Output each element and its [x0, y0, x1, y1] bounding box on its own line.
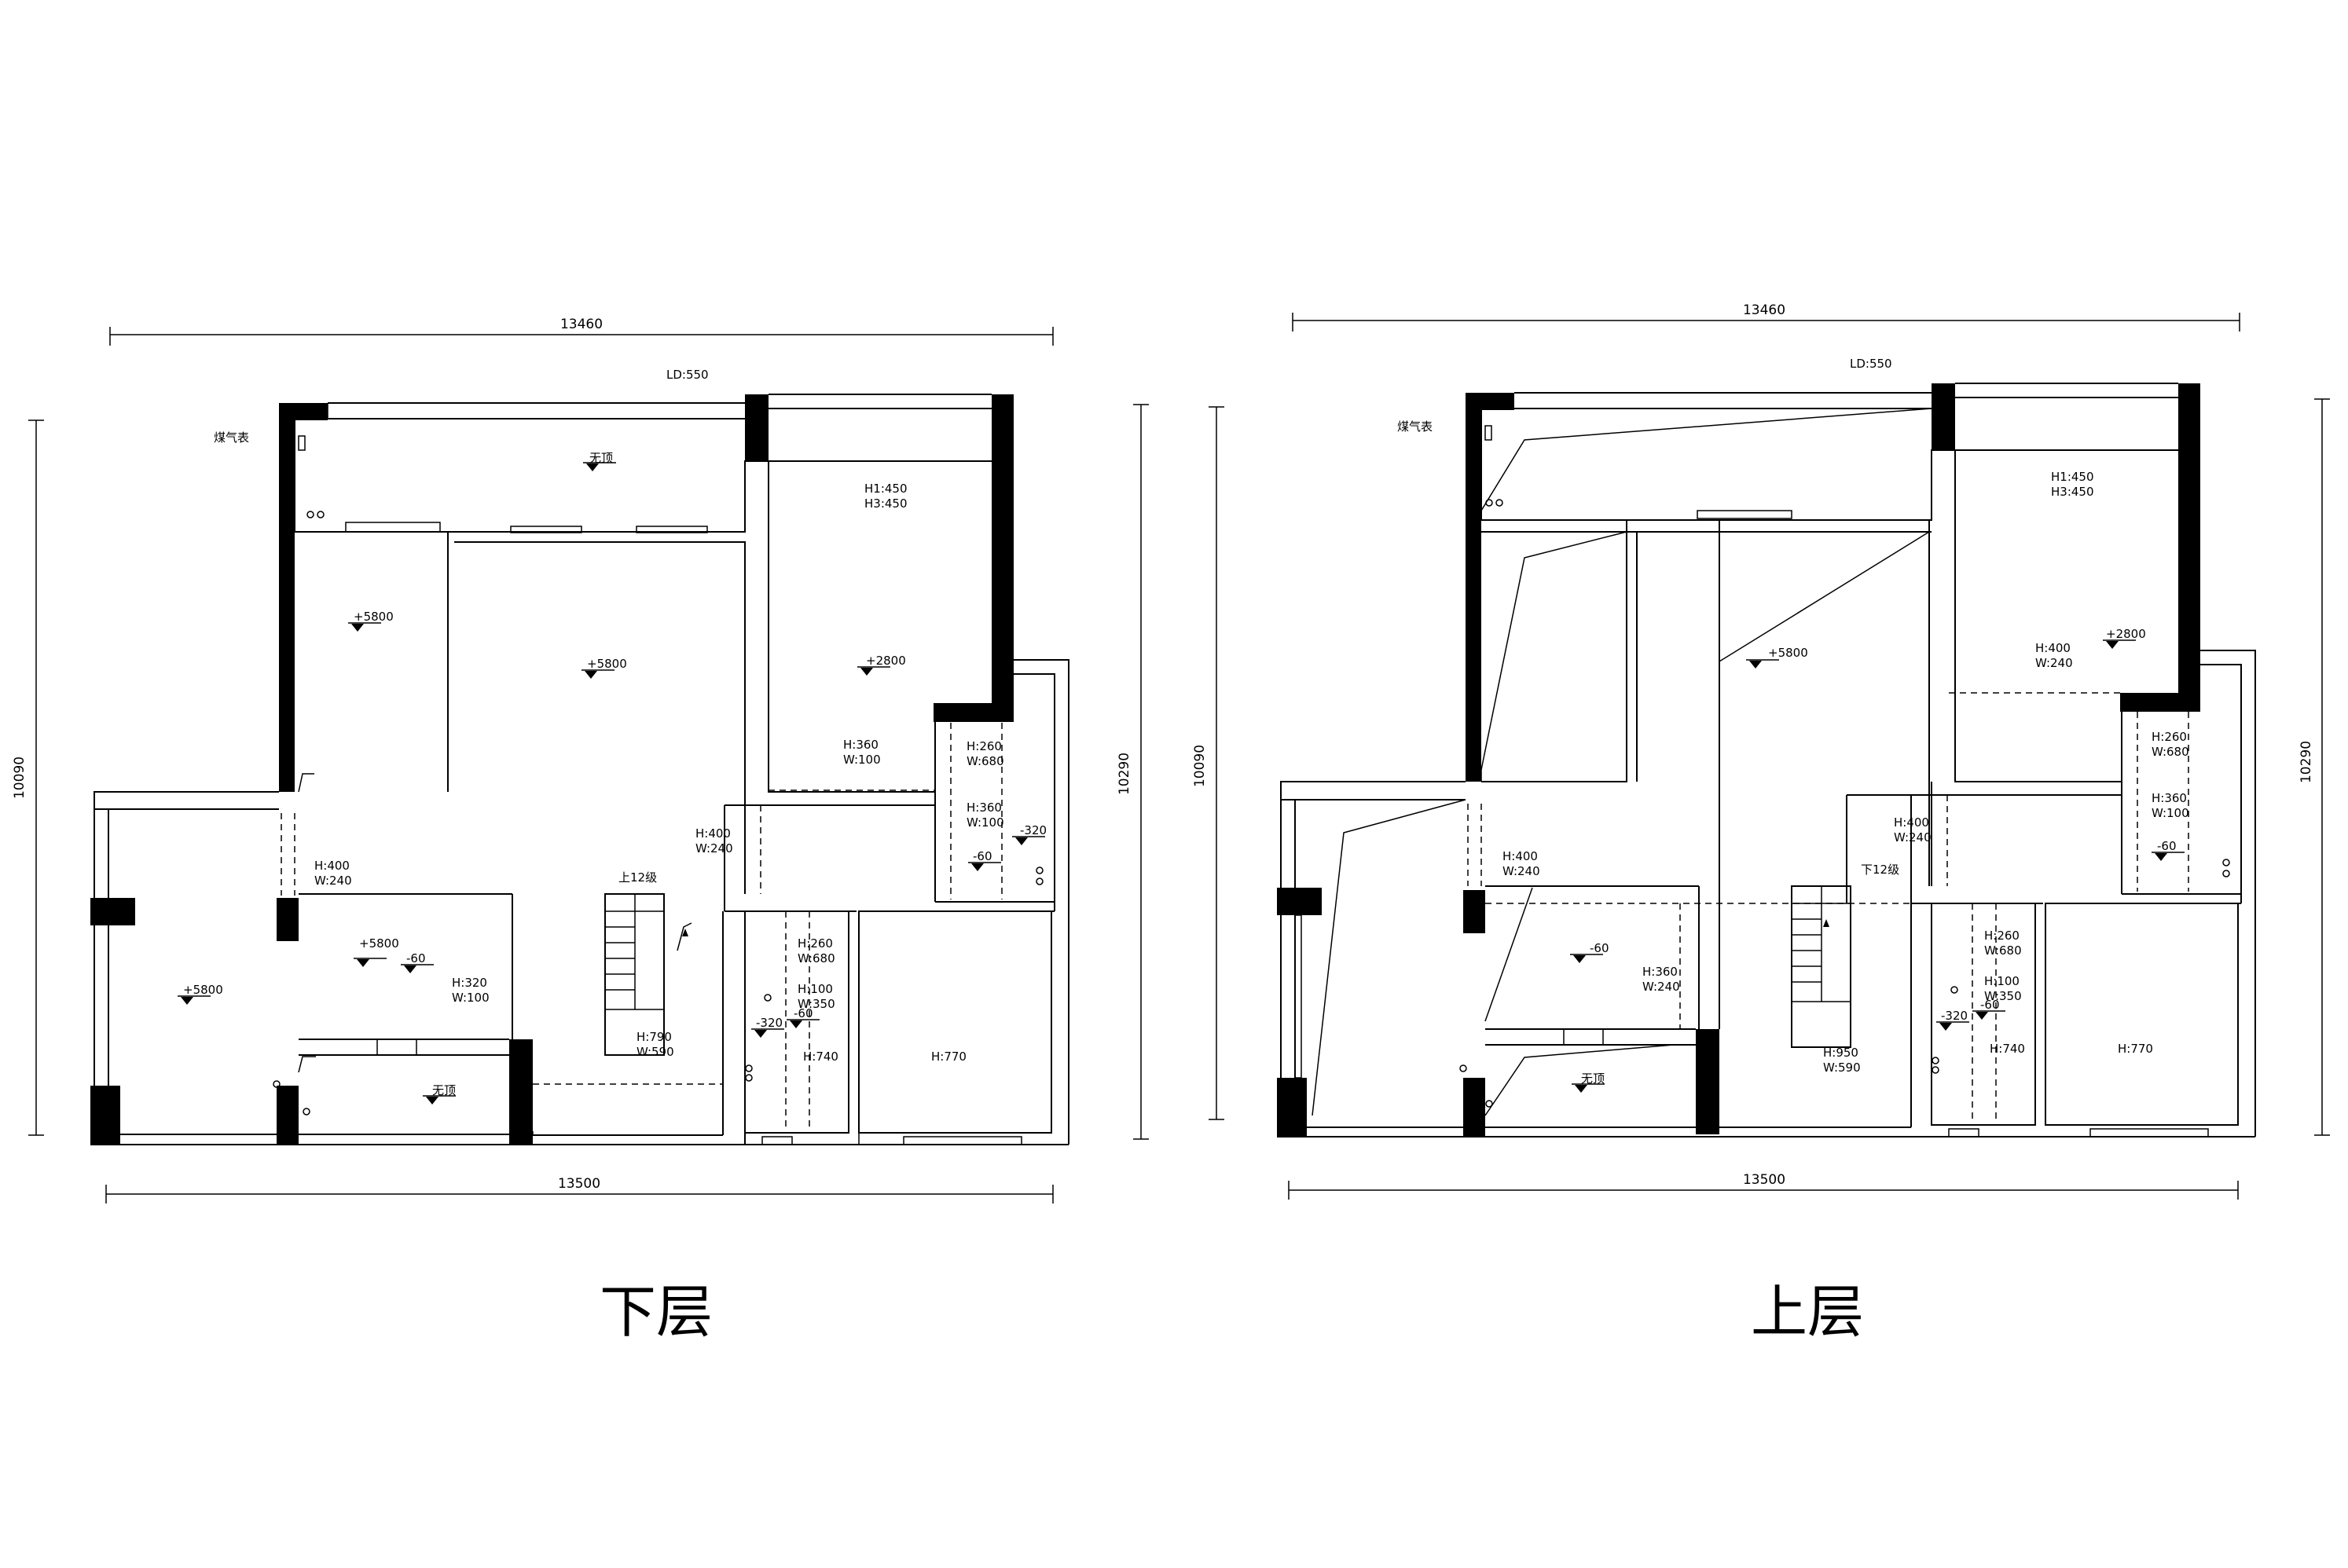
- note-4: W:100: [843, 753, 881, 767]
- note-22: W:590: [637, 1045, 674, 1059]
- note-19: H:740: [803, 1050, 838, 1064]
- note-12: W:240: [314, 874, 352, 888]
- note-upper-20: H:770: [2118, 1042, 2153, 1056]
- note-1: H1:450: [864, 482, 908, 496]
- solid-walls: [90, 394, 1014, 1145]
- note-11: H:400: [314, 859, 350, 873]
- dim-left-upper: 10090: [1192, 745, 1208, 787]
- stair-label: 上12级: [618, 870, 657, 885]
- note-upper-13: H:360: [1642, 965, 1678, 979]
- upper-floor-title: 上层: [1751, 1279, 1864, 1345]
- elevation-markers: [177, 462, 1046, 1105]
- stair-label-upper: 下12级: [1861, 863, 1899, 877]
- dimension-lines: [28, 327, 1149, 1203]
- staircase-upper: [1791, 885, 1851, 1048]
- note-upper-3: H:400: [1502, 849, 1538, 863]
- fixtures: [273, 435, 1044, 1116]
- note-upper-12: W:240: [1894, 830, 1932, 844]
- staircase: [604, 893, 692, 1056]
- dim-top: 13460: [560, 317, 603, 332]
- elev-5: +5800: [359, 936, 399, 951]
- note-upper-18: W:350: [1984, 989, 2022, 1003]
- elev-upper-1: +5800: [1768, 646, 1808, 660]
- windows: [345, 522, 1022, 1145]
- dashed-lines: [281, 723, 1003, 1131]
- note-upper-16: W:680: [1984, 943, 2022, 958]
- note-20: H:770: [931, 1050, 967, 1064]
- solid-walls-upper: [1277, 383, 2200, 1137]
- elev-upper-5: -320: [1941, 1009, 1968, 1023]
- elev-9: -60: [794, 1006, 813, 1020]
- outline-walls-upper: [1277, 383, 2256, 1138]
- note-upper-1: H1:450: [2051, 470, 2094, 484]
- note-upper-7: H:360: [2152, 791, 2187, 805]
- no-ceiling-label-upper: 无顶: [1581, 1072, 1605, 1086]
- note-upper-2: H3:450: [2051, 485, 2094, 499]
- note-9: H:360: [967, 800, 1002, 815]
- note-5: H:400: [695, 826, 731, 841]
- dimension-lines-upper: [1209, 313, 2330, 1200]
- no-ceiling-top-label: 无顶: [589, 451, 613, 465]
- note-upper-9: H:400: [2035, 641, 2071, 655]
- note-15: H:260: [798, 936, 833, 951]
- note-14: W:100: [452, 991, 490, 1005]
- dim-right: 10290: [1117, 753, 1132, 795]
- note-upper-17: H:100: [1984, 974, 2020, 988]
- note-2: H3:450: [864, 496, 908, 511]
- note-17: H:100: [798, 982, 833, 996]
- elev-1: +5800: [354, 610, 394, 624]
- elev-4: +5800: [183, 983, 223, 997]
- dim-bottom-upper: 13500: [1743, 1172, 1785, 1188]
- dim-left: 10090: [12, 757, 28, 799]
- outline-walls: [90, 394, 1069, 1145]
- ld-label-upper: LD:550: [1850, 357, 1892, 371]
- elev-upper-6: -60: [1980, 998, 2000, 1012]
- dim-bottom: 13500: [558, 1176, 600, 1192]
- note-16: W:680: [798, 951, 835, 965]
- elev-upper-4: -60: [2157, 839, 2177, 853]
- note-upper-8: W:100: [2152, 806, 2189, 820]
- elev-6: -60: [406, 951, 426, 965]
- ld-label: LD:550: [666, 368, 709, 382]
- gas-meter-label-upper: 煤气表: [1397, 419, 1433, 434]
- note-upper-6: W:680: [2152, 745, 2189, 759]
- note-upper-5: H:260: [2152, 730, 2187, 744]
- lower-floor-title: 下层: [600, 1279, 713, 1345]
- dim-right-upper: 10290: [2298, 741, 2314, 783]
- note-upper-4: W:240: [1502, 864, 1540, 878]
- note-upper-10: W:240: [2035, 656, 2073, 670]
- note-upper-22: W:590: [1823, 1061, 1861, 1075]
- gas-meter-label: 煤气表: [214, 430, 249, 445]
- note-3: H:360: [843, 738, 879, 752]
- lower-floor-plan: 13460 13500 10090 10290: [12, 317, 1149, 1345]
- fixtures-upper: [1459, 425, 2230, 1108]
- elev-7: -60: [973, 849, 992, 863]
- note-upper-15: H:260: [1984, 929, 2020, 943]
- note-21: H:790: [637, 1030, 672, 1044]
- note-upper-21: H:950: [1823, 1046, 1858, 1060]
- dim-top-upper: 13460: [1743, 302, 1785, 318]
- note-upper-14: W:240: [1642, 980, 1680, 994]
- elev-3: +2800: [866, 654, 906, 668]
- note-upper-11: H:400: [1894, 815, 1929, 830]
- note-8: W:680: [967, 754, 1004, 768]
- note-7: H:260: [967, 739, 1002, 753]
- note-13: H:320: [452, 976, 487, 990]
- windows-upper: [1294, 510, 2209, 1138]
- elev-2: +5800: [587, 657, 627, 671]
- note-10: W:100: [967, 815, 1004, 830]
- upper-floor-plan: 13460 13500 10090 10290: [1192, 302, 2330, 1345]
- elev-upper-2: +2800: [2106, 627, 2146, 641]
- elev-10: -320: [756, 1016, 783, 1030]
- note-6: W:240: [695, 841, 733, 855]
- elev-8: -320: [1020, 823, 1047, 837]
- note-upper-19: H:740: [1990, 1042, 2025, 1056]
- no-ceiling-bottom-label: 无顶: [432, 1083, 456, 1097]
- note-18: W:350: [798, 997, 835, 1011]
- elev-upper-3: -60: [1590, 941, 1609, 955]
